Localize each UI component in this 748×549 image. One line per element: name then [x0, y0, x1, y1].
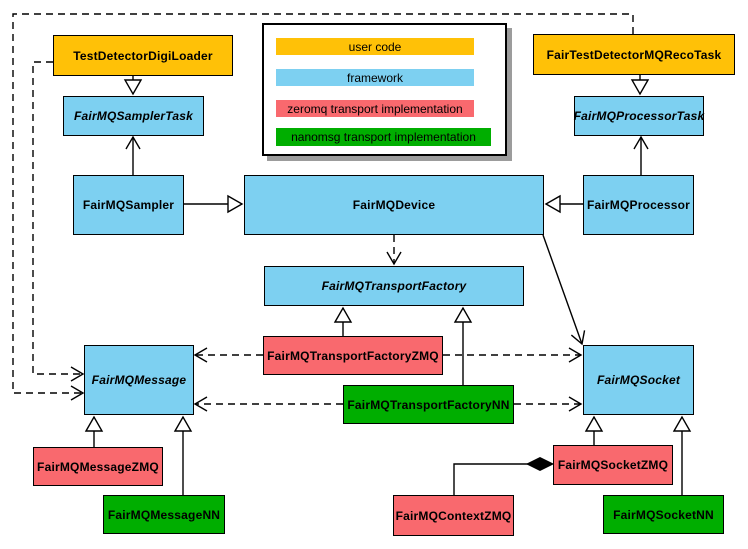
legend-item-framework: framework [276, 69, 474, 86]
legend-item-nanomsg: nanomsg transport implementation [276, 128, 491, 146]
edge-device-socket [542, 234, 586, 346]
edge-recotask-message [12, 13, 634, 401]
node-fair-test-detector-mq-reco-task: FairTestDetectorMQRecoTask [533, 34, 735, 75]
node-fairmq-socket-zmq: FairMQSocketZMQ [553, 445, 673, 485]
legend-item-zeromq: zeromq transport implementation [276, 100, 474, 117]
node-fairmq-sampler-task: FairMQSamplerTask [63, 96, 204, 136]
node-fairmq-message: FairMQMessage [84, 345, 194, 415]
edge-contextzmq-socketzmq [453, 463, 528, 495]
composition-diamond [525, 456, 555, 472]
node-fairmq-processor-task: FairMQProcessorTask [574, 96, 704, 136]
node-test-detector-digi-loader: TestDetectorDigiLoader [53, 35, 233, 76]
node-fairmq-sampler: FairMQSampler [73, 175, 184, 235]
node-fairmq-processor: FairMQProcessor [583, 175, 694, 235]
legend: user code framework zeromq transport imp… [262, 23, 507, 156]
node-fairmq-transport-factory-zmq: FairMQTransportFactoryZMQ [263, 336, 443, 375]
node-fairmq-socket: FairMQSocket [583, 345, 694, 415]
node-fairmq-transport-factory-nn: FairMQTransportFactoryNN [343, 385, 514, 424]
node-fairmq-message-nn: FairMQMessageNN [103, 495, 225, 534]
node-fairmq-device: FairMQDevice [244, 175, 544, 235]
node-fairmq-socket-nn: FairMQSocketNN [603, 495, 724, 534]
node-fairmq-context-zmq: FairMQContextZMQ [393, 495, 514, 536]
node-fairmq-message-zmq: FairMQMessageZMQ [33, 447, 163, 486]
node-fairmq-transport-factory: FairMQTransportFactory [264, 266, 524, 306]
legend-item-user-code: user code [276, 38, 474, 55]
